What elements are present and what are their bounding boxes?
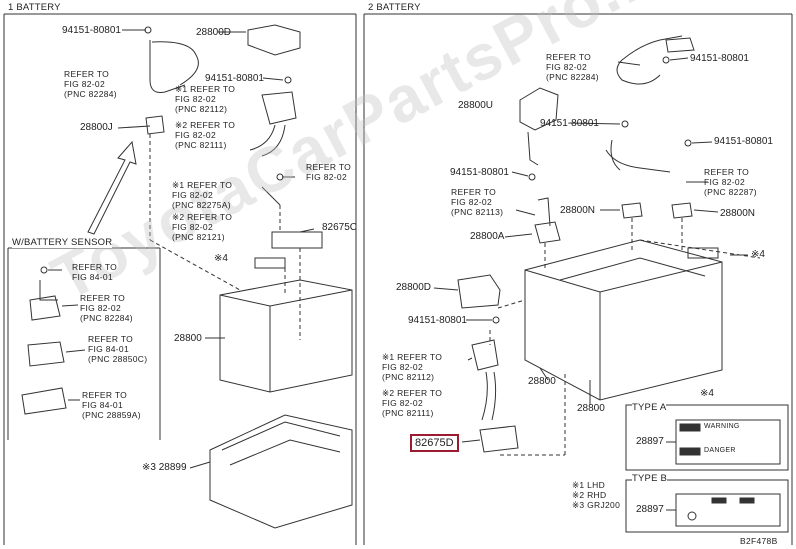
part-28897-type-b[interactable]: 28897 <box>636 504 664 515</box>
note-x4-right-bottom: ※4 <box>700 388 714 399</box>
part-28800D-left[interactable]: 28800D <box>196 27 232 38</box>
figure-code: B2F478B <box>740 536 778 546</box>
part-28800U[interactable]: 28800U <box>458 100 494 111</box>
battery-tray-left <box>209 414 353 529</box>
ref-28859A[interactable]: REFER TO FIG 84-01 (PNC 28859A) <box>82 390 141 420</box>
part-28800D-right[interactable]: 28800D <box>396 282 432 293</box>
ref-82113[interactable]: REFER TO FIG 82-02 (PNC 82113) <box>451 187 504 217</box>
part-28800A[interactable]: 28800A <box>470 231 505 242</box>
part-28800-right-b[interactable]: 28800 <box>577 403 605 414</box>
ref-x2-82111-right[interactable]: ※2 REFER TO FIG 82-02 (PNC 82111) <box>382 388 443 418</box>
part-94151-b[interactable]: 94151-80801 <box>540 118 599 129</box>
type-b-title: TYPE B <box>632 473 667 484</box>
left-section-title: 1 BATTERY <box>8 2 61 13</box>
note-2: ※2 RHD <box>572 490 607 500</box>
note-3: ※3 GRJ200 <box>572 500 621 510</box>
note-x4-right-top: ※4 <box>751 249 765 260</box>
type-a-box <box>625 404 789 471</box>
direction-arrow <box>87 140 137 235</box>
ref-x2-82111-left[interactable]: ※2 REFER TO FIG 82-02 (PNC 82111) <box>175 120 236 150</box>
part-94151-c[interactable]: 94151-80801 <box>714 136 773 147</box>
ref-84-01-a[interactable]: REFER TO FIG 84-01 <box>72 262 118 282</box>
part-28800-left[interactable]: 28800 <box>174 333 202 344</box>
note-x4-left: ※4 <box>214 253 228 264</box>
part-94151-d[interactable]: 94151-80801 <box>450 167 509 178</box>
part-94151-mid[interactable]: 94151-80801 <box>205 73 264 84</box>
battery-left <box>219 279 353 393</box>
ref-x2-82121[interactable]: ※2 REFER TO FIG 82-02 (PNC 82121) <box>172 212 233 242</box>
part-94151-e[interactable]: 94151-80801 <box>408 315 467 326</box>
ref-82284-left[interactable]: REFER TO FIG 82-02 (PNC 82284) <box>64 69 117 99</box>
ref-82287[interactable]: REFER TO FIG 82-02 (PNC 82287) <box>704 167 757 197</box>
ref-x1-82275A[interactable]: ※1 REFER TO FIG 82-02 (PNC 82275A) <box>172 180 233 210</box>
part-94151-top[interactable]: 94151-80801 <box>62 25 121 36</box>
part-28897-type-a[interactable]: 28897 <box>636 436 664 447</box>
ref-28850C[interactable]: REFER TO FIG 84-01 (PNC 28850C) <box>88 334 148 364</box>
part-82675C[interactable]: 82675C <box>322 222 358 233</box>
part-28800J[interactable]: 28800J <box>80 122 113 133</box>
type-a-label-line1: WARNING <box>704 423 740 430</box>
type-b-box <box>625 479 789 533</box>
ref-82284-sensor[interactable]: REFER TO FIG 82-02 (PNC 82284) <box>80 293 133 323</box>
type-a-title: TYPE A <box>632 402 667 413</box>
part-94151-a[interactable]: 94151-80801 <box>690 53 749 64</box>
ref-fig82-right[interactable]: REFER TO FIG 82-02 <box>306 162 352 182</box>
part-28800-right-a[interactable]: 28800 <box>528 376 556 387</box>
sensor-section-title: W/BATTERY SENSOR <box>12 237 113 248</box>
ref-x1-82112-right[interactable]: ※1 REFER TO FIG 82-02 (PNC 82112) <box>382 352 443 382</box>
part-28800N-left[interactable]: 28800N <box>560 205 596 216</box>
part-28899[interactable]: ※3 28899 <box>142 462 187 473</box>
right-section-title: 2 BATTERY <box>368 2 421 13</box>
ref-82284-right[interactable]: REFER TO FIG 82-02 (PNC 82284) <box>546 52 599 82</box>
warning-label-type-b <box>675 493 781 527</box>
ref-x1-82112-left[interactable]: ※1 REFER TO FIG 82-02 (PNC 82112) <box>175 84 236 114</box>
part-82675D-highlighted[interactable]: 82675D <box>410 434 459 452</box>
part-28800N-right[interactable]: 28800N <box>720 208 756 219</box>
type-a-label-line2: DANGER <box>704 447 736 454</box>
note-1: ※1 LHD <box>572 480 606 490</box>
